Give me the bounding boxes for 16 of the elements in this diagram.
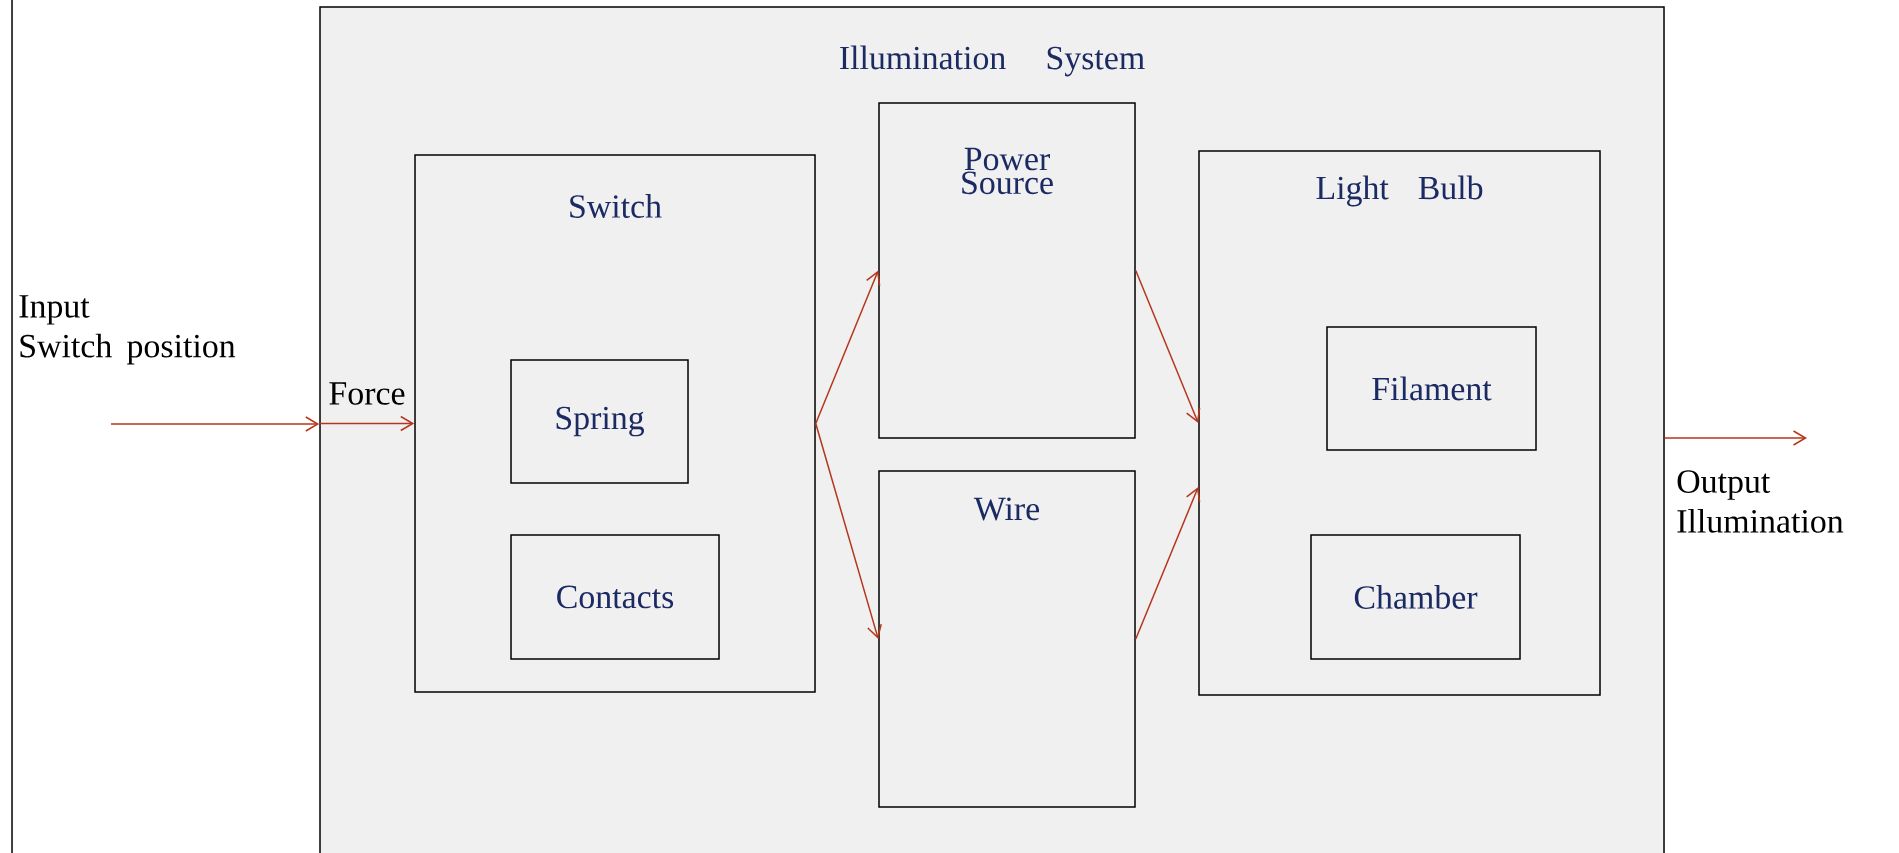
arrow	[110, 416, 320, 432]
edge-label: Output Illumination	[1677, 470, 1844, 533]
part-box: Filament	[1326, 326, 1537, 451]
edge-label: Input Switch position	[19, 295, 236, 365]
arrow	[1135, 487, 1201, 640]
part-box: Chamber	[1310, 534, 1521, 660]
arrow	[1664, 430, 1807, 446]
edge-label: Force	[329, 382, 405, 405]
component-box: Power Source	[878, 102, 1136, 439]
part-box: Contacts	[510, 534, 720, 660]
component-box: Wire	[878, 470, 1136, 808]
part-box: Spring	[510, 359, 689, 484]
arrow	[815, 422, 882, 639]
arrow	[815, 270, 881, 425]
arrow	[318, 415, 415, 432]
arrow	[1135, 269, 1201, 423]
